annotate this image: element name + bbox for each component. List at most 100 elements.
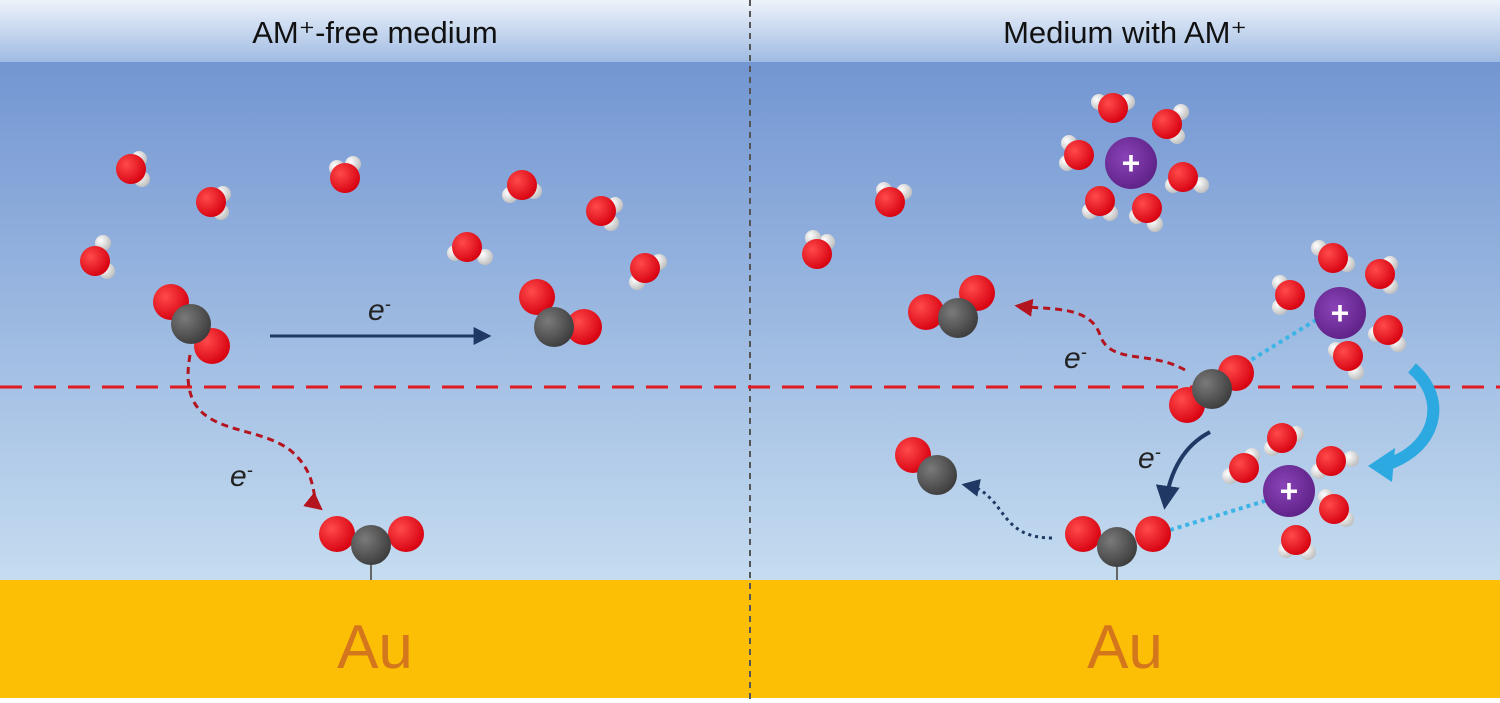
oxygen-atom [802,239,832,269]
water-molecule [447,232,493,265]
cation-charge-symbol: + [1280,473,1299,509]
co2-molecule-adsorbed-right [1065,516,1171,567]
oxygen-atom [1275,280,1305,310]
oxygen-atom [1168,162,1198,192]
oxygen-atom [630,253,660,283]
oxygen-atom [1333,341,1363,371]
water-molecule [80,235,115,279]
co-desorption-path [961,478,1053,540]
electron-label-surface-right: e- [1138,442,1161,475]
water-molecule [116,151,150,187]
carbon-atom [534,307,574,347]
co-molecule-released [895,437,957,495]
oxygen-atom [507,170,537,200]
water-molecule [802,230,835,269]
carbon-atom [1192,369,1232,409]
water-molecule [1165,162,1209,193]
cation-charge-symbol: + [1331,295,1350,331]
panel-title-right: Medium with AM⁺ [1003,15,1247,50]
water-molecule [586,196,623,231]
electron-label-desorption: e- [1064,342,1087,375]
hydrogen-atom [1343,451,1359,467]
alkali-cation: + [1105,137,1157,189]
water-molecule [1272,275,1305,315]
electrode-label-right: Au [1087,613,1163,682]
electron-path-to-surface-left [186,354,323,511]
water-molecule [1311,240,1355,273]
oxygen-atom [586,196,616,226]
oxygen-atom [1065,516,1101,552]
electrode-label-left: Au [337,613,413,682]
oxygen-atom [116,154,146,184]
oxygen-atom [1316,446,1346,476]
water-molecule [502,170,542,203]
oxygen-atom [519,279,555,315]
oxygen-atom [1373,315,1403,345]
electron-path-desorption [1014,298,1186,372]
hydrogen-atom [477,249,493,265]
cation-coordination-line-bottom [1169,498,1269,532]
oxygen-atom [1132,193,1162,223]
alkali-cation: + [1314,287,1366,339]
oxygen-atom [388,516,424,552]
carbon-atom [171,304,211,344]
oxygen-atom [1152,109,1182,139]
water-molecule [1264,423,1304,456]
oxygen-atom [566,309,602,345]
oxygen-atom [196,187,226,217]
water-molecule [196,186,231,220]
water-molecule [1278,525,1316,560]
oxygen-atom [1281,525,1311,555]
electron-label-bulk: e- [368,294,391,327]
alkali-cation: + [1263,465,1315,517]
co2-molecule-bulk [153,284,230,364]
oxygen-atom [1085,186,1115,216]
water-molecule [1222,448,1260,484]
carbon-atom [351,525,391,565]
oxygen-atom [908,294,944,330]
co2-molecule-adsorbed-left [319,516,424,565]
oxygen-atom [1318,243,1348,273]
carbon-atom [938,298,978,338]
water-molecule [875,182,912,217]
co2-molecule-reduced-bulk [519,279,602,347]
water-molecule [1318,489,1354,527]
cation-sphere [1314,287,1366,339]
water-molecule [1328,341,1364,380]
water-molecule [1152,104,1189,144]
oxygen-atom [1229,453,1259,483]
co2-molecule-desorbing [908,275,995,338]
oxygen-atom [875,187,905,217]
oxygen-atom [1267,423,1297,453]
water-molecule [329,156,361,193]
water-molecule [1059,135,1094,171]
co2-molecule-near-interface [1169,355,1254,423]
oxygen-atom [319,516,355,552]
water-molecule [1091,93,1135,123]
cation-sphere [1105,137,1157,189]
cation-migration-arrowhead [1368,448,1395,482]
oxygen-atom [452,232,482,262]
water-molecule [1129,193,1163,232]
electron-label-surface-left: e- [230,460,253,493]
water-molecule [1368,315,1406,352]
cation-migration-arrow [1383,363,1440,471]
oxygen-atom [1135,516,1171,552]
water-molecule [1311,446,1359,479]
water-molecule [629,253,667,290]
oxygen-atom [1064,140,1094,170]
oxygen-atom [80,246,110,276]
electron-transfer-arrow-curved [1155,430,1211,510]
water-molecule [1365,256,1398,294]
oxygen-atom [330,163,360,193]
oxygen-atom [1098,93,1128,123]
oxygen-atom [1365,259,1395,289]
cation-charge-symbol: + [1122,145,1141,181]
carbon-atom [1097,527,1137,567]
carbon-atom [917,455,957,495]
oxygen-atom [1319,494,1349,524]
water-molecule [1082,186,1118,221]
header-band [0,0,1500,62]
panel-title-left: AM⁺-free medium [252,15,498,50]
